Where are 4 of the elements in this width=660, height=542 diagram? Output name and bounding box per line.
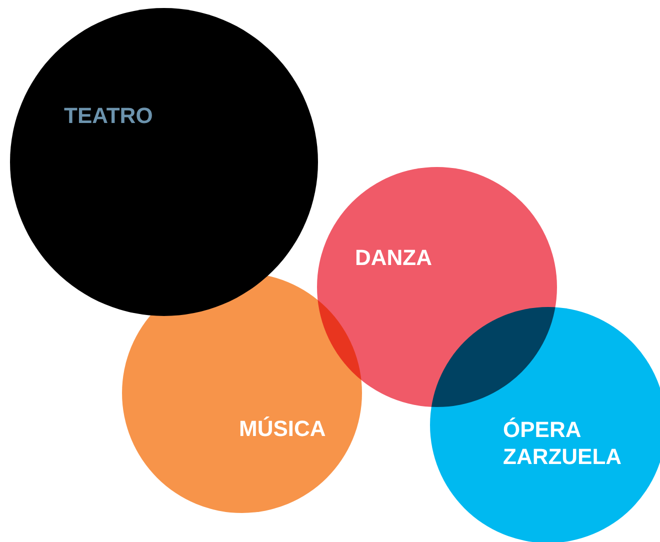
circle-label: ÓPERA ZARZUELA <box>503 416 623 470</box>
circle-label: TEATRO <box>64 102 154 129</box>
circle-label: MÚSICA <box>239 415 327 442</box>
circle-label: DANZA <box>355 244 433 271</box>
